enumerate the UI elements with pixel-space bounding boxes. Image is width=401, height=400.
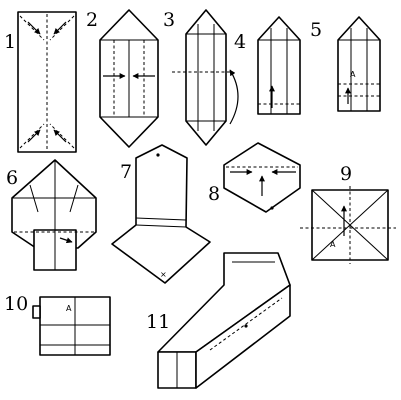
step-9-diagram: 9 A: [300, 163, 396, 264]
step-10-number: 10: [4, 293, 28, 315]
step-5-diagram: 5 A: [310, 16, 381, 112]
step-6-diagram: 6: [6, 159, 97, 271]
step-2-number: 2: [86, 9, 98, 31]
step-4-diagram: 4: [234, 16, 301, 115]
step-9-mark: A: [330, 240, 336, 249]
step-4-number: 4: [234, 31, 246, 53]
svg-text:×: ×: [160, 270, 167, 279]
step-9-number: 9: [340, 163, 352, 185]
step-10-diagram: 10 A: [4, 293, 111, 356]
step-6-number: 6: [6, 167, 18, 189]
step-10-mark: A: [66, 304, 72, 313]
step-3-number: 3: [163, 9, 175, 31]
step-7-diagram: 7 ×: [111, 144, 211, 284]
step-8-diagram: 8: [208, 142, 301, 213]
step-1-diagram: 1: [4, 11, 77, 153]
step-11-diagram: 11: [146, 252, 291, 389]
step-11-number: 11: [146, 311, 170, 333]
step-8-number: 8: [208, 183, 220, 205]
step-5-mark: A: [350, 70, 356, 79]
step-3-diagram: 3: [163, 9, 239, 146]
step-7-number: 7: [120, 161, 132, 183]
step-2-diagram: 2: [86, 9, 159, 148]
step-5-number: 5: [310, 19, 322, 41]
step-1-number: 1: [4, 31, 16, 53]
